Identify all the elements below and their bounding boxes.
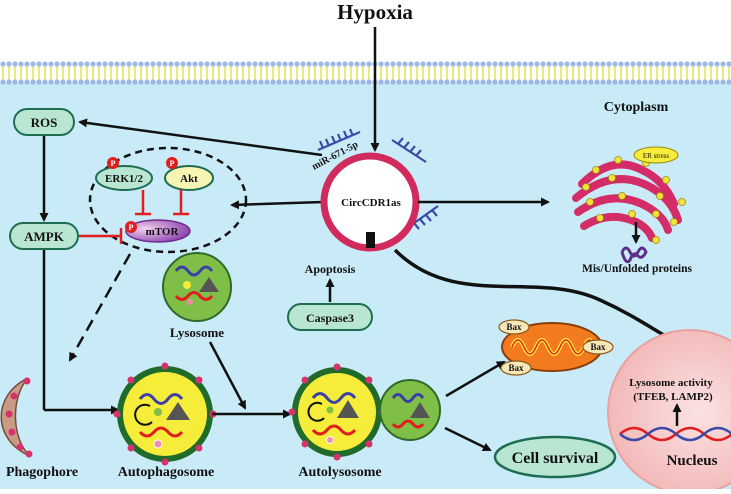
lysosome-organelle [162,252,232,322]
node-ampk [9,222,79,250]
cytoplasm-label: Cytoplasm [604,100,669,115]
phospho-erk-label: P [111,159,116,168]
er-stress-badge [633,146,679,164]
node-caspase3 [287,303,373,331]
phospho-mtor-icon [125,221,137,233]
arrow-autolysosome-survival [444,426,492,452]
autophagosome-label: Autophagosome [118,465,214,480]
node-mtor [125,219,191,243]
phospho-mtor-label: P [129,223,134,232]
cell-survival-label: Cell survival [512,450,599,467]
autolysosome-label: Autolysosome [298,465,381,480]
caspase3-label: Caspase3 [306,311,354,325]
node-akt [164,165,214,191]
autolysosome-organelle [288,363,441,461]
mtor-complex-boundary [88,146,248,254]
ampk-label: AMPK [24,229,65,244]
ros-label: ROS [31,115,58,130]
misfolded-protein-icon [620,246,648,264]
misfolded-label: Mis/Unfolded proteins [582,263,693,275]
phagophore-label: Phagophore [6,465,78,480]
bax-label-3: Bax [508,363,524,373]
node-cell-survival [493,435,617,479]
node-ros [13,108,75,136]
apoptosis-label: Apoptosis [305,262,356,276]
inhibit-ampk-mtor [79,228,123,244]
arrow-circ-ros [78,118,323,157]
nucleus-shape [607,329,731,494]
autophagosome-organelle [113,362,217,466]
title-hypoxia: Hypoxia [337,0,413,24]
bax-proteins [498,319,614,376]
arrow-circ-mtor-complex [230,200,324,210]
bax-label-1: Bax [506,322,522,332]
circcdr1as-marker [366,232,375,248]
arrow-circ-nucleus [393,248,691,350]
dna-helix-icon [619,426,731,442]
er-stress-label: ER stress [643,152,670,160]
akt-label: Akt [180,173,198,185]
circcdr1as-label: CircCDR1as [341,197,401,209]
mirna-strands [317,128,439,230]
erk-label: ERK1/2 [105,173,143,185]
arrow-autolysosome-mitochondria [445,360,506,398]
phospho-erk-icon [107,157,119,169]
mtor-label: mTOR [146,226,180,238]
inhibit-akt-mtor [173,190,189,216]
lysosome-activity-label: Lysosome activity [629,377,713,389]
inhibit-erk-mtor [135,190,151,216]
dashed-arrow-complex-autophagosome [68,253,132,362]
cell-membrane [0,60,731,86]
bax-label-2: Bax [590,342,606,352]
lysosome-activity-markers: (TFEB, LAMP2) [633,391,713,403]
phospho-akt-label: P [170,159,175,168]
nucleus-label: Nucleus [667,453,718,469]
node-erk [95,165,153,191]
phagophore-shape [0,377,33,458]
lysosome-label: Lysosome [170,325,224,340]
arrow-lysosome-autolysosome [208,341,247,410]
phospho-akt-icon [166,157,178,169]
